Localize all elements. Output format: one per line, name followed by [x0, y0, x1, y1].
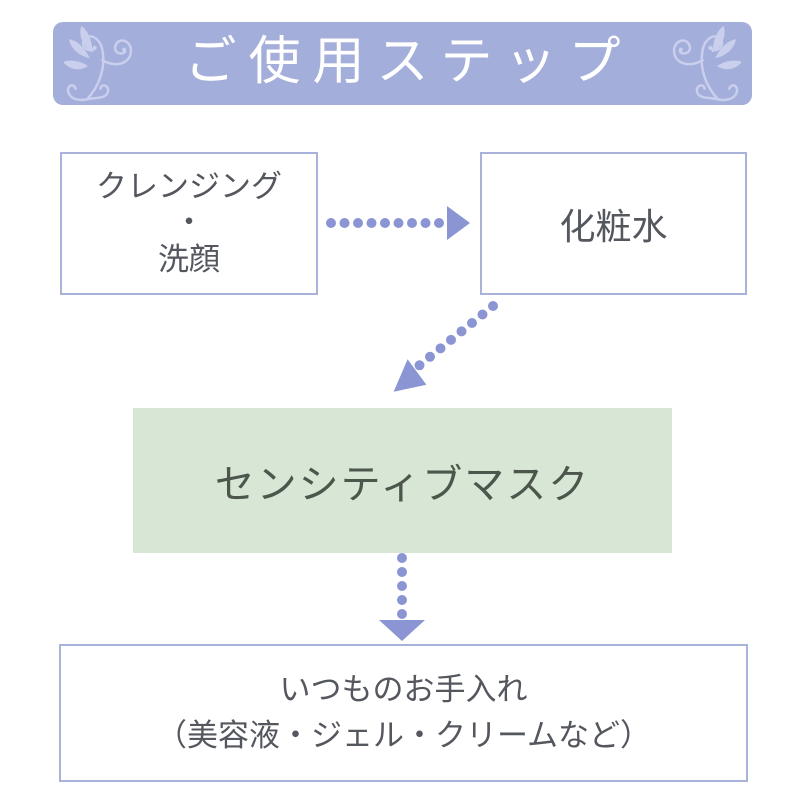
step-label-line: 洗顔 [158, 241, 220, 277]
page-title-banner: ご使用ステップ [53, 22, 752, 105]
step-label-line: ・ [173, 205, 205, 241]
step-box-usual-care: いつものお手入れ （美容液・ジェル・クリームなど） [59, 644, 748, 782]
step-label: 化粧水 [559, 206, 668, 247]
step-box-cleansing: クレンジング ・ 洗顔 [60, 152, 318, 295]
flourish-left-icon [63, 25, 133, 102]
step-box-mask: センシティブマスク [133, 408, 672, 553]
arrow-down-dotted-icon [379, 553, 425, 641]
step-label-line: いつものお手入れ [279, 671, 528, 707]
arrow-down-left-dotted-icon [393, 301, 498, 392]
step-label-line: （美容液・ジェル・クリームなど） [155, 718, 652, 753]
arrow-right-dotted-icon [326, 206, 470, 240]
flourish-right-icon [672, 25, 742, 102]
step-label-line: クレンジング [96, 169, 282, 205]
page-title: ご使用ステップ [184, 33, 633, 91]
step-box-lotion: 化粧水 [480, 152, 747, 295]
step-label: センシティブマスク [214, 461, 591, 507]
